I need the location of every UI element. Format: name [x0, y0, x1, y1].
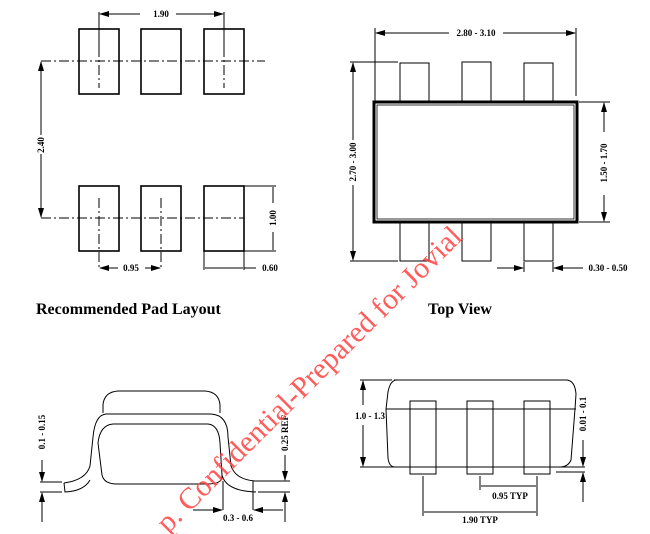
lead-top-3 [523, 62, 554, 102]
dim-side-pitch-outer: 1.90 TYP [462, 515, 498, 525]
package-body [372, 100, 579, 224]
dim-foot-length: 0.3 - 0.6 [223, 513, 253, 523]
lead-bottom-3 [523, 222, 554, 262]
dim-lead-thickness: 0.1 - 0.15 [37, 414, 47, 449]
confidential-watermark: p. Confidential-Prepared for Jovial [150, 220, 469, 534]
dim-lead-width: 0.30 - 0.50 [589, 263, 628, 273]
dim-side-height: 1.0 - 1.3 [355, 411, 385, 421]
dim-pad-width: 0.60 [262, 263, 278, 273]
dim-row-spacing: 2.40 [36, 137, 46, 153]
top-view-title: Top View [428, 301, 492, 318]
dim-standoff: 0.01 - 0.1 [578, 396, 588, 431]
pad-layout-title: Recommended Pad Layout [36, 301, 222, 318]
pad-layout-drawing: 1.90 2.40 1.00 0.95 0.60 [36, 9, 278, 273]
dim-body-width: 1.50 - 1.70 [599, 143, 609, 182]
dim-pad-height: 1.00 [268, 210, 278, 226]
end-view-drawing: 0.1 - 0.15 0.25 REF 0.3 - 0.6 [37, 390, 290, 523]
dim-overall-height: 2.70 - 3.00 [348, 142, 358, 181]
dim-overall-width: 2.80 - 3.10 [457, 28, 496, 38]
lead-top-1 [399, 62, 430, 102]
dim-gauge-ref: 0.25 REF [280, 414, 290, 451]
top-view-drawing: 2.80 - 3.10 2.70 - 3.00 1.50 - 1.70 0.30… [348, 28, 628, 273]
side-lead-3 [523, 400, 551, 475]
side-view-drawing: 1.0 - 1.3 0.01 - 0.1 0.95 TYP 1.90 TYP [355, 379, 588, 525]
side-lead-2 [466, 400, 494, 475]
dim-side-pitch: 0.95 TYP [492, 491, 528, 501]
dim-pad-pitch-outer: 1.90 [153, 9, 169, 19]
side-lead-1 [409, 400, 437, 475]
lead-top-2 [461, 61, 492, 102]
dim-pad-pitch: 0.95 [123, 263, 139, 273]
